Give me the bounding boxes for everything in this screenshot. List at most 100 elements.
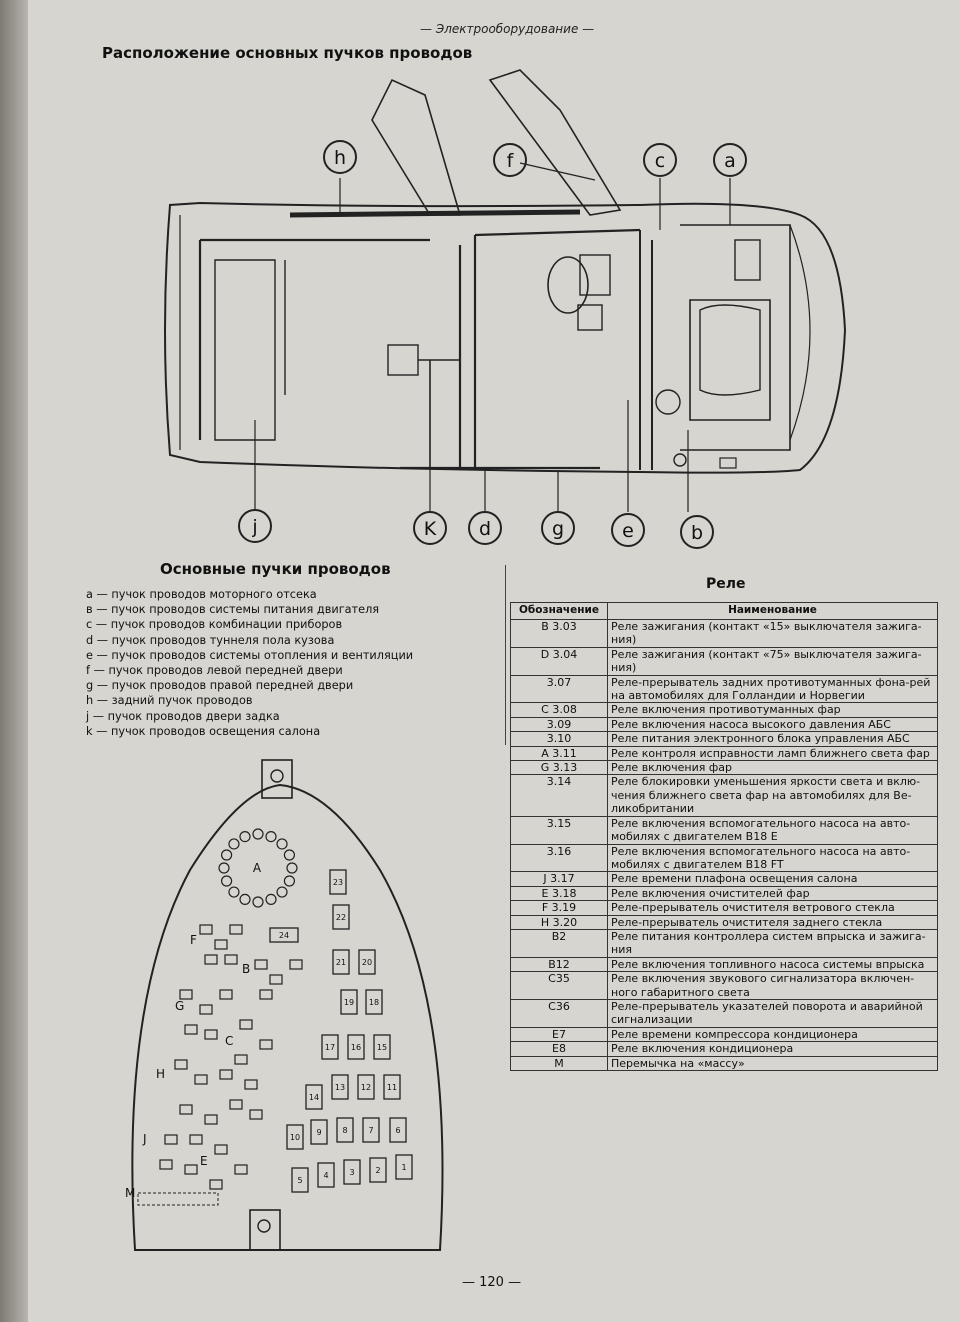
relay-name: Реле включения вспомогательного насоса н… (607, 815, 938, 845)
relay-name: Реле контроля исправности ламп ближнего … (607, 745, 938, 762)
list-item: a — пучок проводов моторного отсека (86, 588, 317, 601)
fuse-cell: 12 (357, 1074, 375, 1100)
car-wiring-diagram: h f c a j K d g e b (164, 69, 847, 549)
relay-code: D 3.04 (510, 646, 608, 676)
small-relay-slot (184, 1024, 198, 1035)
list-item: d — пучок проводов туннеля пола кузова (86, 633, 335, 647)
group-label-g: G (175, 999, 184, 1013)
relay-code: 3.10 (510, 731, 608, 747)
small-relay-slot (234, 1054, 248, 1065)
relay-code: 3.14 (510, 774, 608, 817)
fuse-cell: 18 (365, 989, 383, 1015)
relay-code: E7 (510, 1026, 608, 1043)
small-relay-slot (244, 1079, 258, 1090)
fuse-socket (228, 886, 240, 898)
fuse-socket (252, 896, 264, 908)
small-relay-slot (179, 989, 193, 1000)
bundle-list: a — пучок проводов моторного отсека в — … (86, 587, 413, 739)
relay-code: A 3.11 (510, 745, 608, 762)
relay-code: B 3.03 (510, 619, 608, 648)
small-relay-slot (189, 1134, 203, 1145)
fuse-number: 7 (368, 1126, 373, 1135)
fuse-number: 14 (309, 1093, 319, 1102)
fuse-cell: 20 (358, 949, 376, 975)
fuse-cell: 1 (395, 1154, 413, 1180)
fuse-socket (276, 838, 288, 850)
small-relay-slot (159, 1159, 173, 1170)
fuse-socket (239, 893, 251, 906)
fuse-number: 12 (361, 1083, 371, 1092)
relay-code: H 3.20 (510, 914, 608, 930)
fuse-number: 10 (290, 1133, 300, 1142)
fuse-socket (283, 849, 296, 861)
small-relay-slot (179, 1104, 193, 1115)
group-label-c: C (225, 1034, 233, 1048)
small-relay-slot (259, 989, 273, 1000)
relay-code: E 3.18 (510, 885, 608, 902)
fuse-cell: 24 (269, 927, 299, 943)
relay-name: Реле-прерыватель задних противотуманных … (607, 674, 938, 704)
small-relay-slot (289, 959, 303, 970)
relay-name: Реле-прерыватель указателей поворота и а… (607, 998, 938, 1028)
small-relay-slot (209, 1179, 223, 1190)
relay-code: 3.07 (510, 674, 608, 704)
fuse-cell: 8 (336, 1117, 354, 1143)
label-d: d (479, 518, 491, 540)
small-relay-slot (239, 1019, 253, 1030)
small-relay-slot (184, 1164, 198, 1175)
fuse-socket (220, 875, 233, 887)
list-item: h — задний пучок проводов (86, 694, 253, 708)
small-relay-slot (204, 1029, 218, 1040)
small-relay-slot (254, 959, 268, 970)
relay-code: C 3.08 (510, 702, 608, 718)
relay-code: E8 (510, 1041, 608, 1057)
fuse-number: 9 (316, 1128, 321, 1137)
fuse-cell: 22 (332, 904, 350, 930)
book-binding (0, 0, 28, 1322)
small-relay-slot (199, 924, 213, 935)
list-item: j — пучок проводов двери задка (86, 709, 280, 723)
fuse-cell: 14 (305, 1084, 323, 1110)
group-label-e: E (200, 1154, 208, 1168)
small-relay-slot (249, 1109, 263, 1120)
relay-title: Реле (706, 576, 746, 592)
fuse-cell: 7 (362, 1117, 380, 1143)
fuse-socket (276, 886, 288, 898)
fuse-cell: 5 (291, 1167, 309, 1193)
fuse-cell: 19 (340, 989, 358, 1015)
small-relay-slot (224, 954, 238, 965)
relay-name: Реле включения вспомогательного насоса н… (607, 843, 938, 873)
fuse-cell: 17 (321, 1034, 339, 1060)
fuse-number: 17 (325, 1043, 335, 1052)
relay-name: Реле питания электронного блока управлен… (607, 731, 938, 747)
relay-name: Перемычка на «массу» (607, 1055, 938, 1072)
relay-name: Реле включения звукового сигнализатора в… (607, 971, 938, 1000)
fuse-number: 1 (401, 1163, 406, 1172)
small-relay-slot (229, 924, 243, 935)
list-item: k — пучок проводов освещения салона (86, 724, 321, 738)
relay-name: Реле включения противотуманных фар (607, 702, 938, 718)
relay-code: M (510, 1055, 608, 1072)
list-item: е — пучок проводов системы отопления и в… (86, 648, 414, 662)
relay-code: 3.09 (510, 716, 608, 733)
small-relay-slot (269, 974, 283, 985)
fuse-socket (265, 893, 277, 906)
fuse-cell: 21 (332, 949, 350, 975)
relay-code: C35 (510, 971, 608, 1000)
relay-code: G 3.13 (510, 760, 608, 776)
group-label-j: J (142, 1132, 147, 1146)
diagram-title: Расположение основных пучков проводов (102, 44, 473, 62)
label-k: K (424, 518, 437, 540)
group-label-h: H (156, 1067, 165, 1081)
fuse-number: 6 (395, 1126, 400, 1135)
